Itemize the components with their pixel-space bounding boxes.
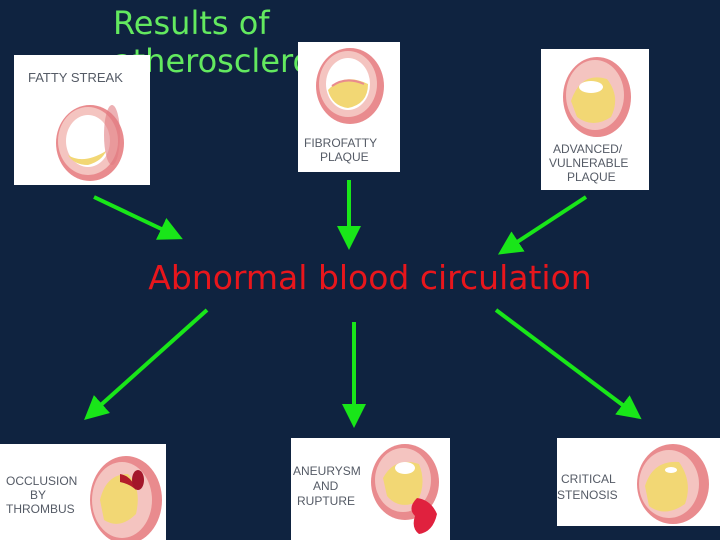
occlusion-label-line1: OCCLUSION	[6, 474, 78, 488]
artery-fatty-streak-illustration	[56, 105, 124, 181]
artery-fibrofatty-illustration	[316, 48, 384, 124]
occlusion-card: OCCLUSION BY THROMBUS	[0, 444, 166, 540]
fibrofatty-plaque-card: FIBROFATTY PLAQUE	[298, 42, 400, 172]
fibrofatty-label-line1: FIBROFATTY	[304, 136, 378, 150]
critical-label-line1: CRITICAL	[561, 472, 616, 486]
artery-stenosis-illustration	[637, 444, 709, 524]
arrow-fatty-to-center	[93, 195, 183, 240]
advanced-label-line2: VULNERABLE	[549, 156, 629, 170]
fatty-streak-label: FATTY STREAK	[28, 70, 123, 85]
aneurysm-label-line2: AND	[313, 479, 339, 493]
advanced-label-line3: PLAQUE	[567, 170, 616, 184]
arrow-advanced-to-center	[497, 195, 588, 255]
artery-advanced-plaque-illustration	[563, 57, 631, 137]
arrow-center-to-stenosis	[494, 308, 642, 420]
aneurysm-label-line3: RUPTURE	[297, 494, 356, 508]
occlusion-label-line3: THROMBUS	[6, 502, 75, 516]
aneurysm-card: ANEURYSM AND RUPTURE	[291, 438, 450, 540]
advanced-plaque-card: ADVANCED/ VULNERABLE PLAQUE	[541, 49, 649, 190]
artery-occlusion-illustration	[90, 456, 162, 540]
aneurysm-label-line1: ANEURYSM	[293, 464, 361, 478]
critical-label-line2: STENOSIS	[557, 488, 618, 502]
arrow-center-to-occlusion	[84, 308, 209, 421]
fatty-streak-card: FATTY STREAK	[14, 55, 150, 185]
center-label: Abnormal blood circulation	[148, 258, 592, 297]
fibrofatty-label-line2: PLAQUE	[320, 150, 369, 164]
advanced-label-line1: ADVANCED/	[553, 142, 623, 156]
critical-stenosis-card: CRITICAL STENOSIS	[557, 438, 720, 526]
occlusion-label-line2: BY	[30, 488, 47, 502]
artery-aneurysm-illustration	[371, 444, 439, 534]
